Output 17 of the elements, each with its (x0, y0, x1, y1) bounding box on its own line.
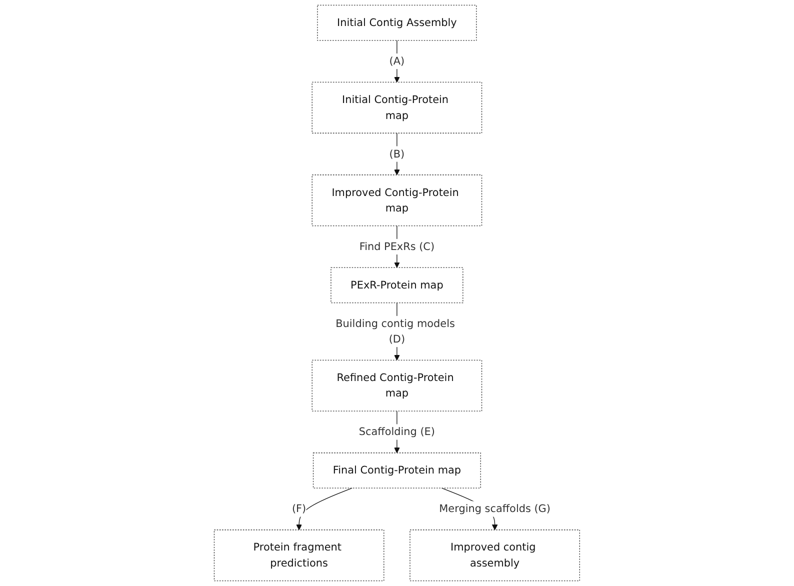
edge-label: (B) (389, 147, 405, 160)
node-box: Improved contig assembly (410, 530, 580, 582)
edge-label: Building contig models (D) (336, 317, 455, 346)
node-box: PExR-Protein map (330, 267, 464, 304)
edge-label: Find PExRs (C) (359, 240, 435, 253)
edge-label: Merging scaffolds (G) (439, 502, 551, 515)
arrow (394, 132, 400, 176)
node-box: Initial Contig Assembly (317, 4, 477, 41)
edge-label: (F) (292, 502, 306, 515)
node-box: Initial Contig-Protein map (312, 82, 482, 134)
node-box: Refined Contig-Protein map (312, 360, 482, 412)
node-box: Protein fragment predictions (214, 530, 384, 582)
arrow (296, 488, 353, 530)
edge-label: Scaffolding (E) (358, 425, 436, 438)
edge-label: (A) (389, 54, 405, 68)
node-box: Final Contig-Protein map (313, 452, 481, 488)
node-box: Improved Contig-Protein map (312, 174, 482, 226)
